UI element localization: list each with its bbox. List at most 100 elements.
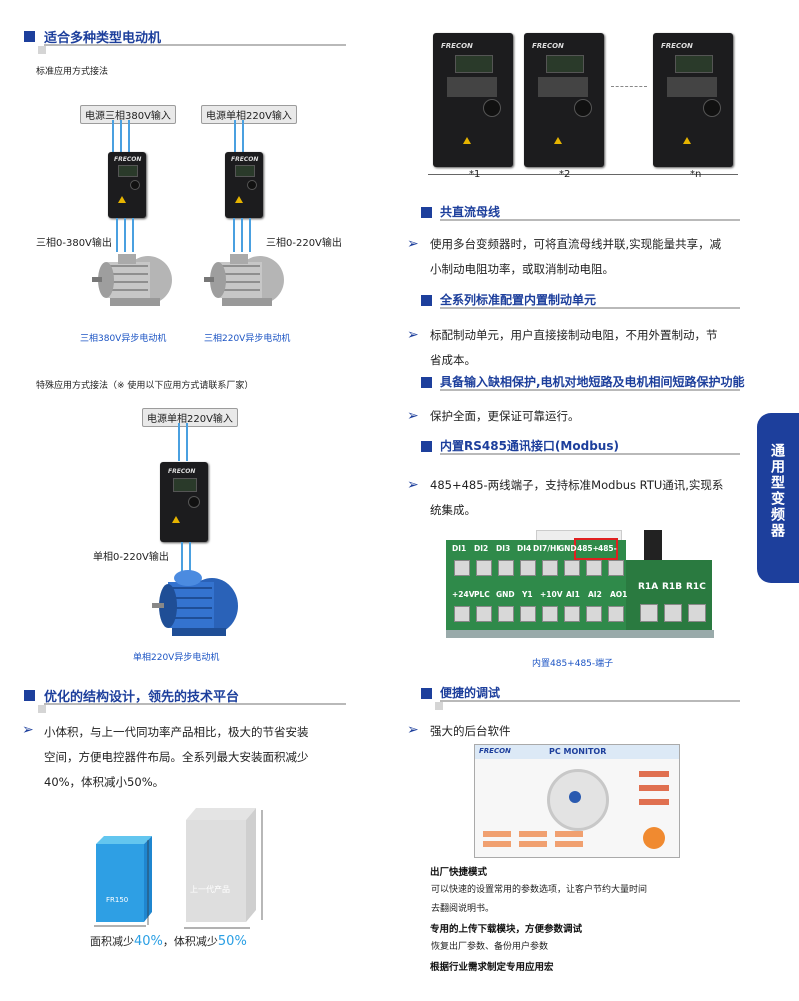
software-label: 强大的后台软件	[430, 724, 511, 738]
output-three-phase-220-label: 三相0-220V输出	[266, 238, 342, 249]
wire	[241, 218, 243, 252]
text-line: 使用多台变频器时，可将直流母线并联,实现能量共享，减	[430, 237, 722, 251]
single-phase-motor-image	[152, 570, 238, 636]
vfd-unit: FRECON	[433, 33, 513, 167]
wire	[116, 218, 118, 252]
pc-knob	[643, 827, 665, 849]
new-product-label: FR150	[106, 896, 129, 904]
reduction-caption: 面积减少40%，体积减少50%	[90, 933, 247, 949]
vfd-knob	[188, 496, 200, 508]
pc-monitor-screenshot: FRECON PC MONITOR	[474, 744, 680, 858]
vfd-display	[235, 165, 255, 177]
section-marker-small	[38, 46, 46, 54]
warning-icon	[172, 516, 180, 523]
power-single-phase-tag-2: 电源单相220V输入	[142, 408, 238, 427]
brake-paragraph: 标配制动单元，用户直接接制动电阻，不用外置制动，节 省成本。	[430, 323, 740, 373]
vfd-logo: FRECON	[168, 468, 196, 475]
terminal-label: DI7/HI	[533, 544, 560, 553]
pc-button	[483, 841, 511, 847]
terminal-label: AO1	[610, 590, 628, 599]
terminal-caption: 内置485+485-端子	[532, 659, 614, 669]
pcb-edge	[446, 630, 714, 638]
dimension-label: *2	[559, 169, 571, 180]
vfd-keypad	[538, 77, 588, 97]
section-title: 全系列标准配置内置制动单元	[440, 293, 597, 307]
vfd-knob	[247, 180, 257, 190]
pc-field	[639, 799, 669, 805]
wire	[181, 542, 183, 572]
text-line: 统集成。	[430, 503, 476, 517]
feature-title: 专用的上传下载模块，方便参数调试	[430, 924, 583, 935]
text-line: 485+485-两线端子，支持标准Modbus RTU通讯,实现系	[430, 478, 724, 492]
section-underline	[440, 389, 740, 391]
wire	[112, 120, 114, 153]
warning-icon	[235, 196, 243, 203]
section-marker	[421, 441, 432, 452]
output-single-phase-label: 单相0-220V输出	[93, 552, 169, 563]
structure-paragraph: 小体积，与上一代同功率产品相比，极大的节省安装 空间，方便电控器件布局。全系列最…	[44, 720, 344, 795]
wire	[132, 218, 134, 252]
dimension-line	[428, 174, 738, 175]
dc-bus-paragraph: 使用多台变频器时，可将直流母线并联,实现能量共享，减 小制动电阻功率，或取消制动…	[430, 232, 740, 282]
wire	[242, 120, 244, 153]
vfd-display	[455, 55, 493, 73]
dimension-label: *n	[690, 169, 702, 180]
bullet-arrow-icon: ➢	[407, 236, 419, 252]
three-phase-motor-220-image	[204, 254, 284, 306]
terminal-screw	[476, 606, 492, 622]
wire	[128, 120, 130, 153]
terminal-board-image: DI1 DI2 DI3 DI4 DI7/HI GND 485+ 485- +24…	[446, 530, 718, 638]
bullet-arrow-icon: ➢	[407, 477, 419, 493]
vfd-unit: FRECON	[160, 462, 208, 542]
vfd-logo: FRECON	[661, 42, 693, 50]
terminal-label: PLC	[474, 590, 490, 599]
terminal-screw	[564, 560, 580, 576]
wire	[189, 542, 191, 572]
feature-title: 出厂快捷模式	[430, 867, 488, 878]
section-marker	[421, 377, 432, 388]
bullet-arrow-icon: ➢	[407, 327, 419, 343]
output-three-phase-label: 三相0-380V输出	[36, 238, 112, 249]
terminal-label: 485+	[577, 544, 599, 553]
section-marker	[24, 31, 35, 42]
area-percent: 40%	[134, 934, 163, 949]
pc-button	[519, 831, 547, 837]
pc-field	[639, 785, 669, 791]
vfd-unit: FRECON	[225, 152, 263, 218]
vfd-display	[173, 478, 197, 492]
section-underline	[44, 703, 346, 705]
pc-logo: FRECON	[479, 747, 511, 755]
terminal-screw	[564, 606, 580, 622]
text-line: 保护全面，更保证可靠运行。	[430, 409, 580, 423]
pc-title: PC MONITOR	[549, 747, 607, 756]
gauge-center	[569, 791, 581, 803]
volume-percent: 50%	[217, 934, 247, 949]
wire	[120, 120, 122, 153]
pc-button	[555, 841, 583, 847]
terminal-label: Y1	[522, 590, 533, 599]
vfd-keypad	[667, 77, 717, 97]
terminal-label: +24V	[452, 590, 475, 599]
section-title: 内置RS485通讯接口(Modbus)	[440, 439, 619, 453]
vfd-display	[118, 165, 138, 177]
wire	[234, 120, 236, 153]
size-comparison-figure	[94, 808, 263, 929]
text-line: 空间，方便电控器件布局。全系列最大安装面积减少	[44, 750, 309, 764]
terminal-label: GND	[496, 590, 515, 599]
vfd-knob	[574, 99, 592, 117]
text-line: 小体积，与上一代同功率产品相比，极大的节省安装	[44, 725, 309, 739]
bullet-arrow-icon: ➢	[22, 722, 34, 738]
wire	[186, 423, 188, 461]
relay-label: R1A	[638, 582, 659, 592]
section-title: 优化的结构设计，领先的技术平台	[44, 690, 240, 705]
gauge	[547, 769, 609, 831]
volume-label: ，体积减少	[162, 935, 218, 948]
terminal-screw	[542, 560, 558, 576]
terminal-screw	[664, 604, 682, 622]
rs485-highlight-box	[574, 538, 618, 560]
terminal-label: AI1	[566, 590, 580, 599]
dimension-label: *1	[469, 169, 481, 180]
motor-220-caption: 三相220V异步电动机	[204, 334, 291, 344]
wire	[233, 218, 235, 252]
side-category-tab[interactable]: 通用型变频器	[757, 413, 799, 583]
